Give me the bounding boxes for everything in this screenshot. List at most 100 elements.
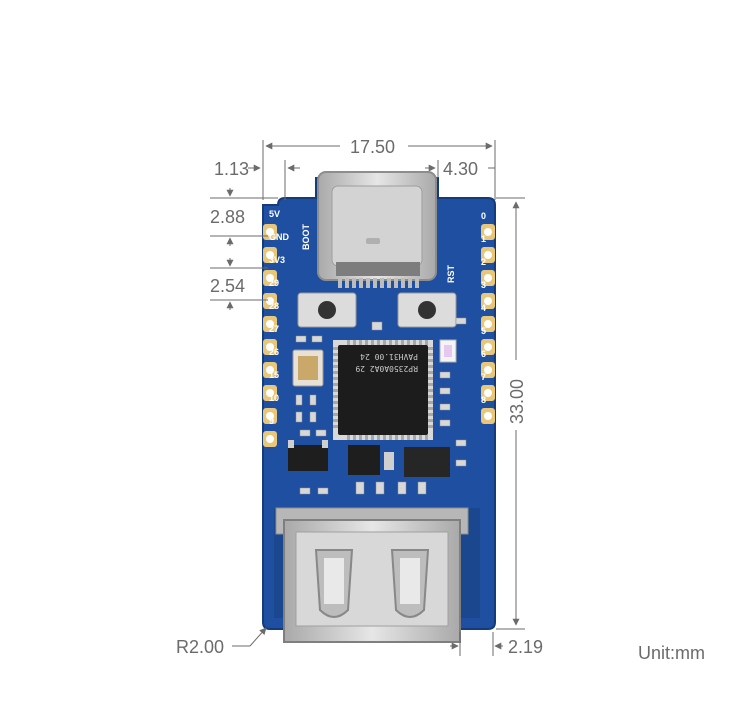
chip-pin bbox=[428, 389, 433, 392]
chip-pin bbox=[365, 435, 368, 440]
usbc-pin bbox=[408, 278, 412, 288]
left-pad-hole bbox=[266, 228, 274, 236]
usbc-pin bbox=[345, 278, 349, 288]
chip-pin bbox=[377, 435, 380, 440]
smd-component bbox=[299, 487, 311, 495]
chip-pin bbox=[428, 377, 433, 380]
chip-pin bbox=[333, 419, 338, 422]
smd-component bbox=[299, 429, 311, 437]
left-pad-hole bbox=[266, 412, 274, 420]
dim-edge-offset: 1.13 bbox=[214, 159, 249, 179]
usbc-pin bbox=[387, 278, 391, 288]
chip-pin bbox=[333, 359, 338, 362]
smd-component bbox=[295, 411, 303, 423]
usbc-pin bbox=[415, 278, 419, 288]
left-pad-hole bbox=[266, 297, 274, 305]
flash-ic bbox=[404, 447, 450, 477]
chip-pin bbox=[428, 371, 433, 374]
left-pin-label: 10 bbox=[269, 393, 279, 403]
dim-pin-offset-top: 2.88 bbox=[210, 207, 245, 227]
boot-label: BOOT bbox=[301, 223, 311, 250]
chip-pin bbox=[428, 407, 433, 410]
chip-pin bbox=[333, 395, 338, 398]
rgb-led bbox=[439, 339, 457, 363]
smd-component bbox=[309, 411, 317, 423]
left-pin-label: 9 bbox=[269, 416, 274, 426]
right-pin-label: 0 bbox=[481, 211, 486, 221]
chip-pin bbox=[359, 340, 362, 345]
smd-component bbox=[397, 481, 407, 495]
chip-pin bbox=[401, 340, 404, 345]
smd-component bbox=[355, 481, 365, 495]
chip-pin bbox=[333, 353, 338, 356]
right-pad-hole bbox=[484, 412, 492, 420]
chip-pin bbox=[425, 340, 428, 345]
left-pin-label: 29 bbox=[269, 278, 279, 288]
right-pin-label: 1 bbox=[481, 234, 486, 244]
chip-pin bbox=[347, 340, 350, 345]
smd-component bbox=[439, 419, 451, 427]
dim-usb-a-offset: 2.19 bbox=[508, 637, 543, 657]
chip-pin bbox=[407, 435, 410, 440]
chip-pin bbox=[333, 347, 338, 350]
dim-board-length: 33.00 bbox=[507, 379, 527, 424]
usb-a-connector bbox=[275, 507, 469, 643]
left-pad-hole bbox=[266, 389, 274, 397]
dim-pin-pitch: 2.54 bbox=[210, 276, 245, 296]
right-pin-label: 4 bbox=[481, 303, 486, 313]
right-pad-hole bbox=[484, 251, 492, 259]
right-pin-label: 5 bbox=[481, 326, 486, 336]
smd-component bbox=[371, 321, 383, 331]
right-pad-hole bbox=[484, 389, 492, 397]
chip-pin bbox=[353, 435, 356, 440]
smd-component bbox=[315, 429, 327, 437]
chip-pin bbox=[333, 425, 338, 428]
chip-pin bbox=[333, 383, 338, 386]
smd-component bbox=[295, 394, 303, 406]
chip-pin bbox=[395, 435, 398, 440]
rst-label: RST bbox=[446, 264, 456, 283]
smd-component bbox=[417, 481, 427, 495]
smd-component bbox=[439, 371, 451, 379]
chip-pin bbox=[428, 401, 433, 404]
right-pad-hole bbox=[484, 366, 492, 374]
usbc-pin bbox=[338, 278, 342, 288]
chip-pin bbox=[389, 435, 392, 440]
dim-total-width: 17.50 bbox=[350, 137, 395, 157]
chip-pin bbox=[428, 425, 433, 428]
right-pad-hole bbox=[484, 343, 492, 351]
smd-component bbox=[375, 481, 385, 495]
rp2350-chip: RP2350A0A2 29 PAVH31.00 24 bbox=[333, 340, 433, 440]
smd-component bbox=[311, 335, 323, 343]
smd-component bbox=[309, 394, 317, 406]
smd-component bbox=[455, 459, 467, 467]
chip-pin bbox=[333, 401, 338, 404]
power-ic bbox=[348, 445, 394, 475]
left-pin-pads bbox=[263, 224, 277, 447]
right-pin-pads bbox=[481, 224, 495, 424]
chip-pin bbox=[333, 365, 338, 368]
left-pin-label: GND bbox=[269, 232, 290, 242]
smd-component bbox=[455, 439, 467, 447]
chip-pin bbox=[428, 419, 433, 422]
usb-c-connector bbox=[317, 171, 437, 288]
chip-pin bbox=[428, 395, 433, 398]
unit-label: Unit:mm bbox=[638, 643, 705, 663]
right-pin-label: 7 bbox=[481, 372, 486, 382]
left-pin-label: 28 bbox=[269, 301, 279, 311]
chip-pin bbox=[333, 407, 338, 410]
usbc-pin bbox=[366, 278, 370, 288]
chip-pin bbox=[383, 340, 386, 345]
regulator-ic bbox=[288, 440, 328, 471]
usbc-pin bbox=[394, 278, 398, 288]
right-pin-label: 6 bbox=[481, 349, 486, 359]
smd-component bbox=[295, 335, 307, 343]
chip-marking-2: PAVH31.00 24 bbox=[360, 352, 418, 361]
left-pad-hole bbox=[266, 435, 274, 443]
left-pin-label: 3V3 bbox=[269, 255, 285, 265]
left-pin-label: 27 bbox=[269, 324, 279, 334]
chip-pin bbox=[365, 340, 368, 345]
